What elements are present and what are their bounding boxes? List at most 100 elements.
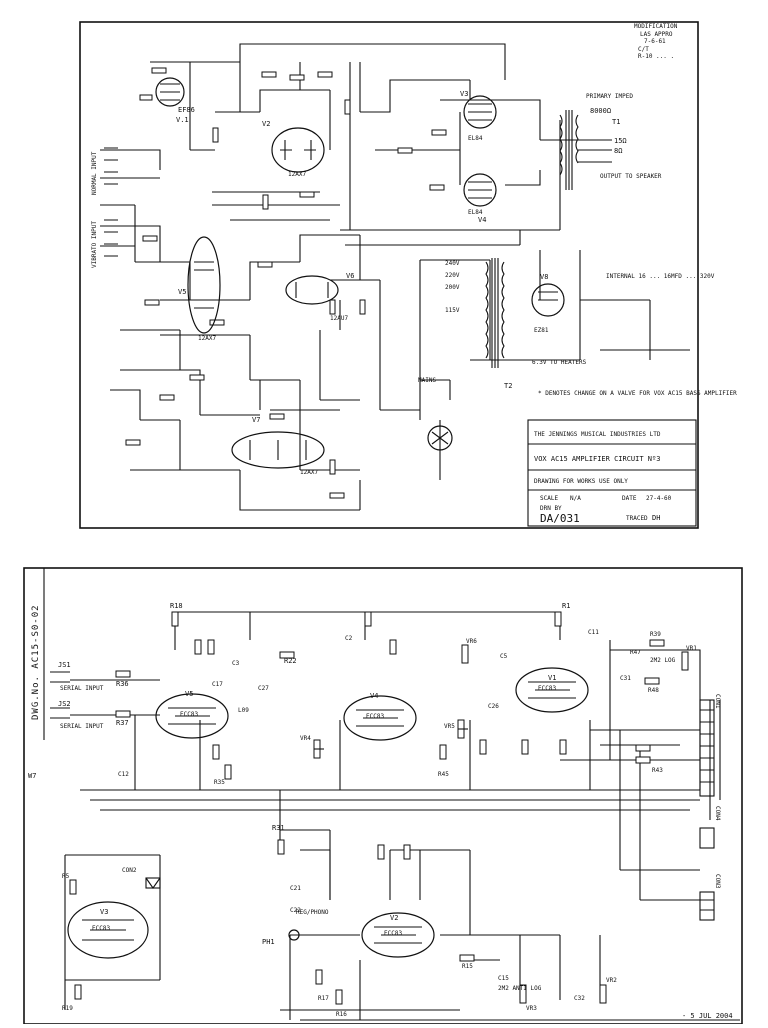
svg-text:6.3V TO HEATERS: 6.3V TO HEATERS bbox=[532, 359, 587, 366]
bottom-pots: VR4 VR5 VR6 VR1 VR2 VR3 2M2 ANTI LOG 2M2… bbox=[300, 638, 697, 1012]
top-tube-v2: V2 12AX7 bbox=[262, 120, 325, 178]
svg-text:240V: 240V bbox=[445, 260, 460, 267]
scale-label: SCALE bbox=[540, 495, 558, 502]
svg-text:C12: C12 bbox=[118, 771, 129, 778]
anti-log-label: 2M2 ANTI LOG bbox=[498, 985, 542, 992]
top-border bbox=[79, 21, 699, 529]
top-tube-v5: V5 12AX7 bbox=[178, 236, 221, 342]
svg-text:R22: R22 bbox=[284, 657, 297, 665]
svg-text:R36: R36 bbox=[116, 680, 129, 688]
connector-con2-body bbox=[145, 877, 161, 889]
date-stamp: - 5 JUL 2004 bbox=[682, 1012, 733, 1020]
svg-text:REG/PHONO: REG/PHONO bbox=[296, 909, 329, 916]
top-tube-v7: V7 12AX7 bbox=[231, 416, 325, 476]
svg-text:VR5: VR5 bbox=[444, 723, 455, 730]
svg-text:V8: V8 bbox=[540, 273, 548, 281]
svg-text:V5: V5 bbox=[178, 288, 186, 296]
date-value: 27-4-60 bbox=[646, 495, 672, 502]
title-company: THE JENNINGS MUSICAL INDUSTRIES LTD bbox=[534, 431, 661, 438]
normal-input-label: NORMAL INPUT bbox=[91, 151, 98, 195]
svg-text:T1: T1 bbox=[612, 118, 620, 126]
svg-text:V4: V4 bbox=[478, 216, 486, 224]
connector-con3-body bbox=[699, 891, 715, 921]
log-label: 2M2 LOG bbox=[650, 657, 676, 664]
svg-text:V5: V5 bbox=[185, 690, 193, 698]
traced-value: DH bbox=[652, 514, 660, 522]
top-schematic: MODIFICATION LAS APPRO 7-6-61 C/T R-10 .… bbox=[79, 21, 737, 529]
svg-text:V4: V4 bbox=[370, 692, 378, 700]
mod-line-4: R-10 ... . bbox=[638, 53, 674, 60]
svg-text:VR2: VR2 bbox=[606, 977, 617, 984]
svg-text:EF86: EF86 bbox=[178, 106, 195, 114]
svg-text:15Ω: 15Ω bbox=[614, 137, 627, 145]
connector-con1: CON1 bbox=[714, 694, 721, 709]
svg-text:8Ω: 8Ω bbox=[614, 147, 622, 155]
svg-text:R19: R19 bbox=[62, 1005, 73, 1012]
svg-text:V1: V1 bbox=[548, 674, 556, 682]
jack-js1: JS1 bbox=[58, 661, 71, 669]
title-block: THE JENNINGS MUSICAL INDUSTRIES LTD VOX … bbox=[527, 419, 697, 527]
bottom-tube-v1: V1 ECC83 bbox=[515, 667, 589, 713]
jack-js2-label: SERIAL INPUT bbox=[60, 723, 104, 730]
svg-text:220V: 220V bbox=[445, 272, 460, 279]
svg-text:R35: R35 bbox=[214, 779, 225, 786]
top-tube-v1: EF86 V.1 bbox=[155, 77, 195, 124]
top-resistors bbox=[125, 67, 447, 499]
connector-con3: CON3 bbox=[714, 874, 721, 889]
mod-line-1: LAS APPRO bbox=[640, 31, 673, 38]
svg-text:R31: R31 bbox=[272, 824, 285, 832]
connector-con2: CON2 bbox=[122, 867, 137, 874]
traced-label: TRACED bbox=[626, 515, 648, 522]
svg-text:C27: C27 bbox=[258, 685, 269, 692]
bottom-tube-v3: V3 ECC83 bbox=[67, 901, 149, 959]
top-tube-v8: V8 EZ81 bbox=[531, 273, 565, 334]
drawing-number: DA/031 bbox=[540, 512, 580, 525]
bottom-component-labels: R18 R22 R36 R37 R35 R1 R39 R47 R48 R43 R… bbox=[28, 602, 663, 1018]
svg-text:12AU7: 12AU7 bbox=[330, 315, 348, 322]
bottom-input-jacks: JS1 SERIAL INPUT JS2 SERIAL INPUT bbox=[50, 661, 104, 730]
svg-text:C11: C11 bbox=[588, 629, 599, 636]
svg-text:C2: C2 bbox=[345, 635, 353, 642]
svg-text:12AX7: 12AX7 bbox=[288, 171, 306, 178]
bottom-tube-v5: V5 ECC83 bbox=[155, 690, 229, 739]
svg-text:VR6: VR6 bbox=[466, 638, 477, 645]
svg-text:ECC83: ECC83 bbox=[384, 930, 402, 937]
svg-text:V6: V6 bbox=[346, 272, 354, 280]
svg-text:EZ81: EZ81 bbox=[534, 327, 549, 334]
bottom-wiring bbox=[64, 611, 740, 1021]
svg-text:115V: 115V bbox=[445, 307, 460, 314]
svg-text:R37: R37 bbox=[116, 719, 129, 727]
top-tube-v6: V6 12AU7 bbox=[285, 272, 354, 322]
scale-value: N/A bbox=[570, 495, 581, 502]
svg-text:L09: L09 bbox=[238, 707, 249, 714]
svg-text:EL84: EL84 bbox=[468, 209, 483, 216]
svg-text:MAINS: MAINS bbox=[418, 377, 436, 384]
svg-text:T2: T2 bbox=[504, 382, 512, 390]
dwg-number: DWG.No. AC15-S0-02 bbox=[31, 604, 41, 720]
svg-text:C3: C3 bbox=[232, 660, 240, 667]
phono-jack: REG/PHONO bbox=[288, 909, 329, 941]
bottom-tube-v4: V4 ECC83 bbox=[343, 692, 417, 741]
svg-text:ECC83: ECC83 bbox=[366, 713, 384, 720]
svg-text:C22: C22 bbox=[290, 907, 301, 914]
mod-line-3: C/T bbox=[638, 46, 649, 53]
svg-text:12AX7: 12AX7 bbox=[198, 335, 216, 342]
svg-text:ECC83: ECC83 bbox=[538, 685, 556, 692]
top-tube-v4: EL84 V4 bbox=[463, 173, 497, 224]
svg-text:12AX7: 12AX7 bbox=[300, 469, 318, 476]
svg-text:EL84: EL84 bbox=[468, 135, 483, 142]
connector-con1-body bbox=[699, 699, 715, 797]
mains-transformer-t2: 240V 220V 200V 115V T2 6.3V TO HEATERS I… bbox=[418, 258, 715, 390]
svg-text:ECC83: ECC83 bbox=[92, 925, 110, 932]
svg-text:8000Ω: 8000Ω bbox=[590, 107, 611, 115]
jack-js2: JS2 bbox=[58, 700, 71, 708]
mod-line-2: 7-6-61 bbox=[644, 38, 666, 45]
svg-text:C17: C17 bbox=[212, 681, 223, 688]
pilot-lamp-icon bbox=[427, 425, 453, 451]
svg-text:V2: V2 bbox=[262, 120, 270, 128]
svg-text:R1: R1 bbox=[562, 602, 570, 610]
svg-text:R16: R16 bbox=[336, 1011, 347, 1018]
svg-text:R5: R5 bbox=[62, 873, 70, 880]
date-label: DATE bbox=[622, 495, 637, 502]
